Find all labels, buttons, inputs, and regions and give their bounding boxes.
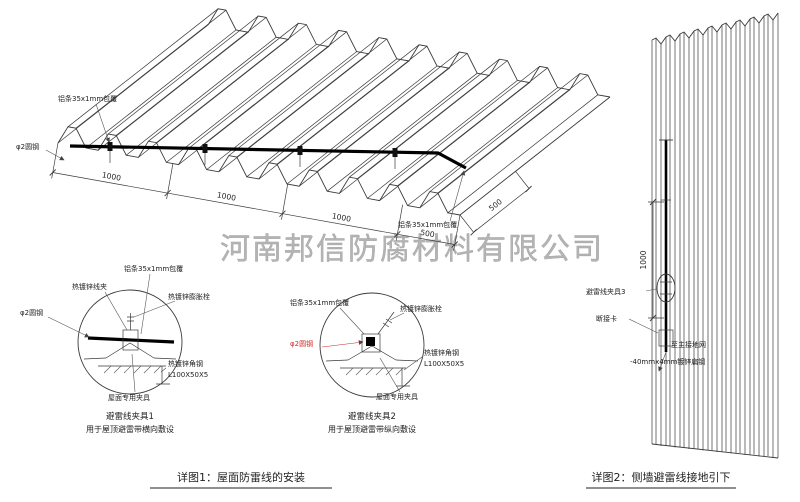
roof-valley-lines — [57, 24, 571, 209]
c1-wire — [87, 336, 175, 344]
dim-1000-b: 1000 — [216, 190, 237, 202]
company-watermark: 河南邦信防腐材料有限公司 — [220, 232, 604, 267]
c1-rib-section — [83, 342, 177, 360]
c1-label-bolt: 热镀锌膨胀栓 — [168, 292, 210, 301]
wire-clamp-3 — [297, 146, 303, 155]
caption-detail-2: 详图2：侧墙避雷线接地引下 — [592, 470, 731, 484]
c1-label-fixture: 屋面专用夹具 — [108, 393, 150, 402]
leader-disconnect — [628, 318, 659, 334]
c1-leader-angle — [160, 367, 167, 373]
wall-top-edge — [651, 12, 779, 45]
c1-hatch — [103, 365, 162, 374]
leader-strip-right — [449, 170, 466, 222]
wall-corrugation-lines — [651, 13, 779, 458]
c1-label-angle-steel: 热镀锌角钢 — [168, 359, 203, 368]
label-aluminum-strip-right: 铝条35x1mm包覆 — [398, 220, 457, 229]
c1-label-wire-clip: 热镀锌线夹 — [72, 282, 107, 291]
dim-1000-c: 1000 — [331, 211, 352, 223]
c1-label-round-steel: φ2圆钢 — [20, 308, 43, 317]
label-clamp3: 避雷线夹具3 — [586, 287, 625, 296]
detail-circle-1: 热镀锌线夹 铝条35x1mm包覆 热镀锌膨胀栓 φ2圆钢 热镀锌角钢 L100X… — [20, 264, 210, 434]
wall-bottom-edge — [651, 443, 779, 459]
detail-circle-2: 铝条35x1mm包覆 热镀锌膨胀栓 φ2圆钢 热镀锌角钢 L100X50X5 屋… — [290, 292, 464, 434]
c1-leader-wire-clip — [104, 291, 128, 331]
dim-extension-lines — [51, 142, 461, 251]
wire-clamp-1 — [107, 142, 113, 151]
c2-leader-bolt — [389, 312, 405, 321]
roof-ridge-left-lines — [67, 8, 581, 192]
c2-leader-round-steel — [321, 340, 364, 348]
c2-bolt — [377, 311, 395, 335]
clamp3-marks — [660, 281, 672, 295]
disconnect-card — [658, 329, 674, 347]
label-to-ground: 至主接地网 — [671, 340, 706, 349]
wire-clamps — [107, 142, 398, 169]
roof-right-edge — [459, 96, 611, 216]
c1-leader-round-steel — [47, 316, 90, 338]
label-disconnect: 断接卡 — [596, 314, 617, 323]
c2-wire-section — [366, 337, 375, 346]
wire-clamp-2 — [202, 144, 208, 153]
label-flat-steel: -40mmx4mm镀锌扁钢 — [630, 357, 705, 366]
c2-label-fixture: 屋面专用夹具 — [376, 392, 418, 401]
c1-title: 避雷线夹具1 — [106, 411, 154, 422]
wall-dim-ticks — [649, 198, 657, 322]
dim-line-front — [52, 172, 455, 245]
to-ground-arrow — [658, 351, 667, 372]
wall-dim-1000: 1000 — [639, 250, 648, 269]
c2-hatch — [345, 367, 404, 376]
dim-1000-a: 1000 — [101, 170, 122, 182]
c2-leader-strip — [339, 307, 365, 335]
c1-leader-strip — [140, 273, 151, 335]
caption-detail-1: 详图1：屋面防雷线的安装 — [177, 470, 305, 484]
captions: 详图1：屋面防雷线的安装 详图2：侧墙避雷线接地引下 — [150, 470, 736, 489]
roof-dimensions: 1000 1000 1000 500 500 — [49, 142, 532, 251]
leader-round-steel — [45, 149, 65, 161]
c1-label-angle-size: L100X50X5 — [168, 371, 208, 379]
detail-circle-2-outline — [319, 292, 425, 398]
c1-label-strip: 铝条35x1mm包覆 — [124, 264, 183, 273]
c2-label-round-steel: φ2圆钢 — [290, 339, 313, 348]
wall-elevation: 1000 避雷线夹具3 断接卡 至主接地网 -40mmx4mm镀锌扁钢 — [586, 12, 779, 459]
wall-dim-line — [648, 201, 664, 319]
c2-title: 避雷线夹具2 — [348, 411, 396, 422]
roof-isometric: 铝条35x1mm包覆 φ2圆钢 铝条35x1mm包覆 — [16, 8, 611, 229]
roof-ridge-right-lines — [75, 9, 589, 194]
roof-valley-end-lines — [85, 29, 599, 214]
c2-leader-angle — [403, 356, 423, 371]
c2-label-angle-steel: 热镀锌角钢 — [424, 348, 459, 357]
dim-500: 500 — [420, 228, 436, 239]
c1-angle-steel — [98, 365, 170, 385]
leader-strip-top — [95, 103, 110, 143]
c2-label-bolt: 热镀锌膨胀栓 — [400, 304, 442, 313]
dim-side-ticks — [470, 185, 532, 236]
leader-clamp3 — [645, 288, 657, 292]
c2-label-strip: 铝条35x1mm包覆 — [290, 298, 349, 307]
label-round-steel: φ2圆钢 — [16, 142, 39, 151]
c1-leader-fixture — [131, 353, 136, 393]
c1-leader-bolt — [133, 300, 176, 318]
lightning-wire — [69, 144, 467, 170]
c2-label-angle-size: L100X50X5 — [424, 360, 464, 368]
c1-bolt — [127, 313, 134, 330]
label-aluminum-strip-top: 铝条35x1mm包覆 — [58, 94, 117, 103]
dim-line-side — [459, 171, 530, 233]
c2-leader-fixture — [379, 357, 401, 393]
wire-clamp-4 — [392, 148, 398, 157]
dim-ticks — [49, 169, 459, 248]
clamp3-callout — [656, 273, 676, 303]
c2-subtitle: 用于屋顶避雷带纵向敷设 — [328, 424, 416, 434]
detail-circle-1-outline — [77, 289, 183, 395]
c1-subtitle: 用于屋顶避雷带横向敷设 — [86, 424, 174, 434]
c2-rib-section — [325, 345, 419, 362]
